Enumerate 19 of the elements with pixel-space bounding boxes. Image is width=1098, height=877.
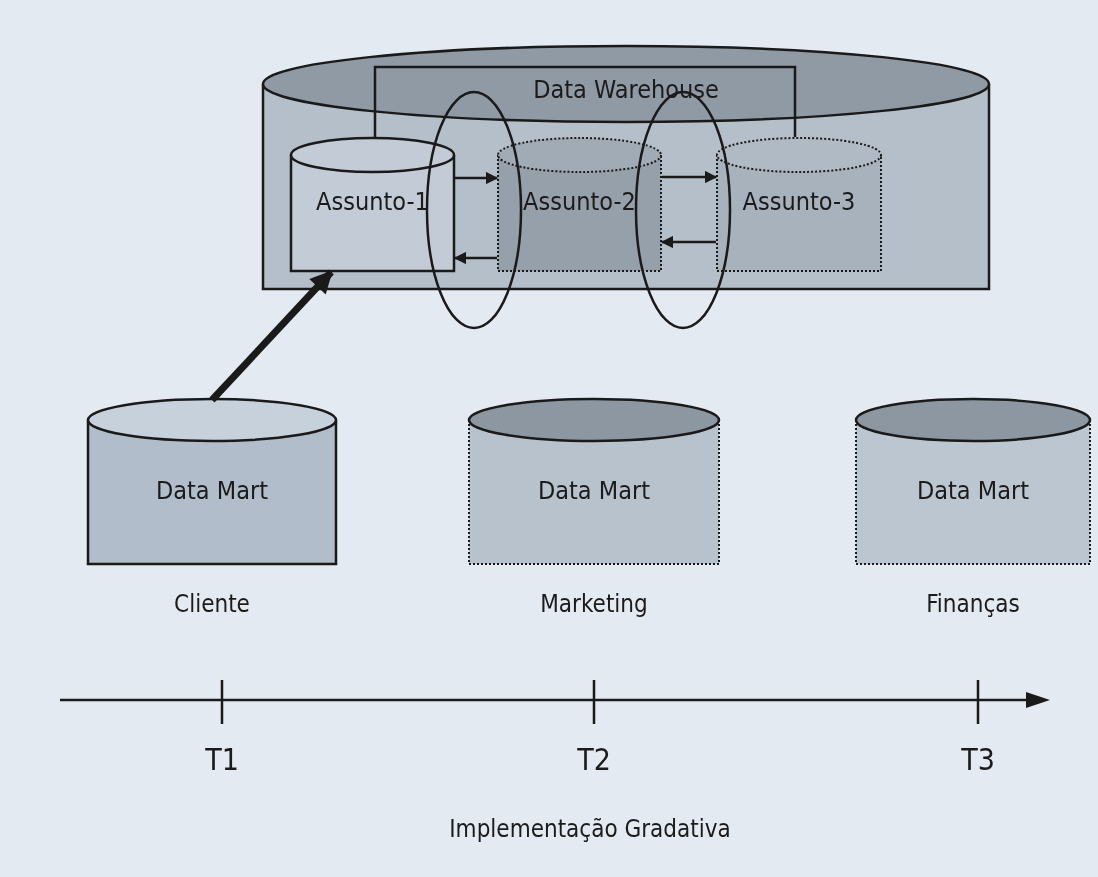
arrow (660, 235, 716, 249)
node-label: Assunto-3 (741, 187, 857, 216)
title-label: Data Warehouse (532, 75, 720, 104)
node-label: Assunto-1 (315, 187, 430, 216)
time-label: T3 (961, 742, 995, 777)
node-label: Data Mart (536, 476, 652, 505)
node-label: Assunto-2 (522, 187, 637, 216)
time-label: T1 (205, 742, 239, 777)
node-label: Data Mart (154, 476, 270, 505)
axis-label: Implementação Gradativa (449, 815, 731, 843)
arrow (209, 269, 334, 403)
arrow (455, 171, 499, 185)
time-label: T2 (577, 742, 611, 777)
arrow (453, 251, 497, 265)
node-label: Cliente (174, 590, 250, 618)
arrow (662, 170, 718, 184)
node-label: Marketing (540, 590, 648, 618)
node-label: Finanças (926, 590, 1020, 618)
node-label: Data Mart (915, 476, 1031, 505)
